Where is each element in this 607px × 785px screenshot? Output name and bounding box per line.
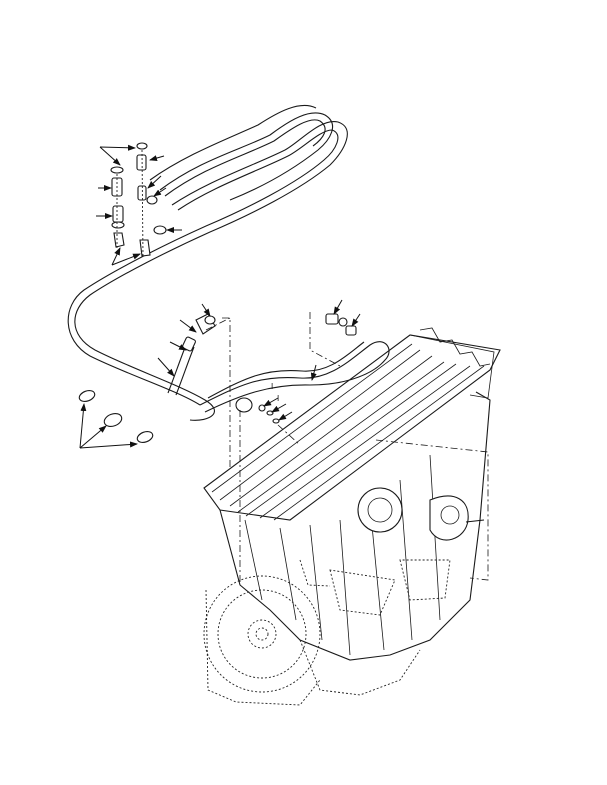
hose-upper-loop	[159, 112, 334, 201]
leader-arrow	[263, 397, 279, 407]
hose-lower-run-inner	[207, 341, 365, 399]
leader-arrow	[153, 187, 167, 197]
leader-arrow	[79, 425, 107, 449]
leader-arrow	[179, 319, 197, 333]
cap	[235, 397, 253, 413]
hose-top-strand	[149, 104, 317, 181]
clamp-5	[153, 225, 167, 235]
leader-arrow	[278, 411, 293, 421]
leader-arrow	[157, 357, 175, 377]
connector-1	[325, 313, 339, 325]
intake-port	[440, 505, 460, 525]
washer-3	[272, 418, 280, 424]
leader-arrow	[333, 299, 343, 315]
elbow-fitting-group	[157, 303, 216, 377]
turbo-inlet	[367, 497, 393, 523]
side-cover	[329, 569, 396, 616]
cover-edge	[409, 334, 495, 399]
phantom-line	[309, 312, 341, 367]
engine-block	[219, 391, 491, 661]
leader-arrows-upper-left	[96, 144, 182, 266]
bracket	[299, 559, 331, 587]
leader-arrow	[169, 341, 187, 351]
phantom-line	[277, 424, 301, 446]
clamp-4	[146, 195, 158, 205]
clamp-6	[338, 317, 348, 327]
clamp-2	[111, 221, 125, 229]
leader-arrow	[99, 144, 136, 151]
fitting-1	[113, 232, 125, 248]
clamp-set-lower-left	[78, 390, 154, 449]
fitting-group-right	[310, 299, 361, 381]
leader-arrow	[310, 364, 317, 381]
leader-arrow	[147, 175, 162, 189]
tube-segment-3	[136, 154, 147, 171]
flywheel-ring	[217, 589, 307, 679]
engine-illustration	[203, 327, 501, 706]
hose-upper-loop-inner	[164, 119, 326, 197]
phantom-line	[205, 317, 231, 331]
hose-to-elbow-b	[175, 346, 195, 396]
hose-clamp-1	[78, 390, 96, 402]
washer-1	[258, 404, 266, 412]
leader-arrow	[99, 146, 121, 166]
callout-mark: I	[271, 382, 273, 391]
crank-center	[255, 627, 269, 641]
valve-cover-ribs	[211, 343, 485, 521]
elbow-nut	[204, 315, 216, 325]
flywheel-housing	[203, 575, 321, 693]
flywheel-hub	[247, 619, 277, 649]
leader-arrow	[111, 247, 121, 266]
clamp-3	[136, 142, 148, 150]
assembly-phantom-lines	[205, 312, 489, 585]
clamp-1	[110, 166, 124, 174]
leader-arrow	[351, 313, 361, 327]
small-parts-center: I I	[235, 382, 293, 424]
tube-segment-4	[137, 185, 147, 201]
connector-2	[345, 325, 357, 336]
leader-arrow	[271, 403, 287, 413]
fitting-2	[139, 239, 151, 257]
intake-elbow	[429, 495, 469, 541]
fitting-stack-left	[110, 142, 167, 259]
hose-assembly	[67, 104, 390, 421]
tube-segment-2	[112, 205, 124, 223]
fastener	[465, 519, 485, 523]
bellhousing-outline	[205, 589, 321, 706]
block-ribs	[244, 454, 441, 656]
cover-crenellation	[419, 327, 491, 367]
leader-arrow	[79, 441, 138, 449]
hose-clamp-2	[103, 413, 123, 427]
phantom-line	[375, 439, 489, 581]
hose-outer-wall	[74, 121, 348, 421]
hose-inner-wall	[67, 129, 339, 406]
leader-arrow	[79, 403, 87, 449]
leader-arrow	[149, 155, 165, 161]
oil-pan	[299, 639, 421, 696]
hose-clamp-3	[136, 431, 154, 443]
hose-lower-run	[199, 341, 390, 413]
turbocharger	[357, 487, 403, 533]
leader-arrow	[201, 303, 211, 317]
phantom-line	[222, 317, 231, 470]
filter-housing	[399, 559, 451, 601]
leader-arrow	[111, 253, 141, 266]
